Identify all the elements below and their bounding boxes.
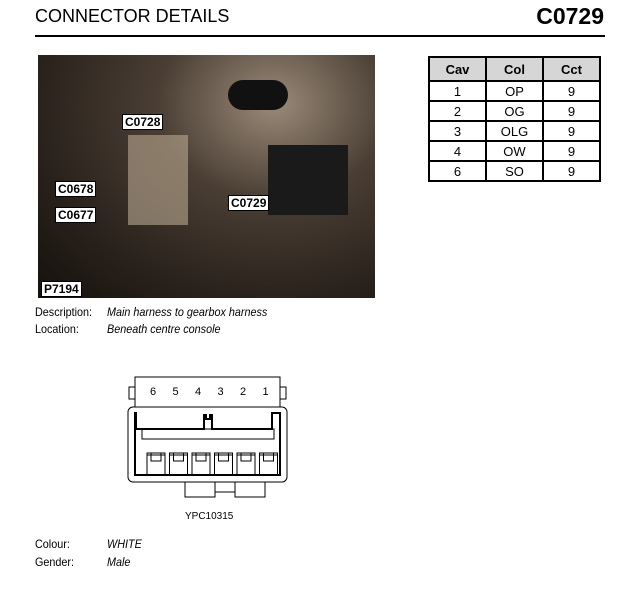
pin-number: 4 bbox=[195, 386, 201, 398]
photo-detail bbox=[228, 80, 288, 110]
pin-number: 5 bbox=[173, 386, 179, 398]
cell: 9 bbox=[542, 100, 601, 122]
cell: 9 bbox=[542, 160, 601, 182]
pin-terminal bbox=[169, 453, 188, 462]
connector-location-photo: C0728 C0678 C0677 C0729 P7194 bbox=[38, 55, 375, 298]
photo-label-c0677: C0677 bbox=[55, 207, 97, 223]
photo-label-c0678: C0678 bbox=[55, 181, 97, 197]
cell: 3 bbox=[428, 120, 487, 142]
gender-label: Gender: bbox=[35, 555, 75, 569]
connector-latch bbox=[134, 376, 281, 408]
photo-detail bbox=[268, 145, 348, 215]
pin-cavity bbox=[259, 452, 278, 476]
colour-label: Colour: bbox=[35, 537, 70, 551]
location-value: Beneath centre console bbox=[107, 322, 221, 336]
connector-id: C0729 bbox=[536, 3, 604, 29]
location-row: Location: Beneath centre console bbox=[35, 322, 220, 336]
pin-number: 6 bbox=[150, 386, 156, 398]
connector-face-diagram: 6 5 4 3 2 1 bbox=[127, 376, 288, 498]
colour-row: Colour: WHITE bbox=[35, 537, 142, 551]
pin-cavity bbox=[146, 452, 166, 476]
pin-cavity bbox=[191, 452, 211, 476]
colour-value: WHITE bbox=[107, 537, 142, 551]
description-value: Main harness to gearbox harness bbox=[107, 305, 268, 319]
photo-label-c0728: C0728 bbox=[122, 114, 164, 130]
cell: 9 bbox=[542, 120, 601, 142]
description-label: Description: bbox=[35, 305, 93, 319]
header-cct: Cct bbox=[542, 56, 601, 82]
photo-label-c0729: C0729 bbox=[228, 195, 270, 211]
location-label: Location: bbox=[35, 322, 79, 336]
cell: 9 bbox=[542, 140, 601, 162]
cell: OP bbox=[485, 80, 544, 102]
cell: 9 bbox=[542, 80, 601, 102]
gender-value: Male bbox=[107, 555, 131, 569]
photo-detail bbox=[128, 135, 188, 225]
pin-terminal bbox=[237, 453, 255, 462]
cell: 2 bbox=[428, 100, 487, 122]
pin-cavity bbox=[169, 452, 188, 476]
cell: OLG bbox=[485, 120, 544, 142]
gender-row: Gender: Male bbox=[35, 555, 130, 569]
cell: SO bbox=[485, 160, 544, 182]
header-cav: Cav bbox=[428, 56, 487, 82]
description-row: Description: Main harness to gearbox harn… bbox=[35, 305, 267, 319]
cell: OG bbox=[485, 100, 544, 122]
cell: 1 bbox=[428, 80, 487, 102]
pin-number: 3 bbox=[218, 386, 224, 398]
page-title: CONNECTOR DETAILS bbox=[35, 6, 230, 26]
cell: 6 bbox=[428, 160, 487, 182]
cell: 4 bbox=[428, 140, 487, 162]
pin-number: 2 bbox=[240, 386, 246, 398]
cell: OW bbox=[485, 140, 544, 162]
divider bbox=[35, 35, 605, 37]
diagram-reference: YPC10315 bbox=[185, 511, 234, 522]
pin-cavity bbox=[236, 452, 256, 476]
pin-number: 1 bbox=[263, 386, 269, 398]
pin-terminal bbox=[214, 453, 233, 462]
header-col: Col bbox=[485, 56, 544, 82]
photo-label-p7194: P7194 bbox=[41, 281, 82, 297]
pin-terminal bbox=[259, 453, 278, 462]
pin-cavity bbox=[214, 452, 233, 476]
pin-terminal bbox=[192, 453, 210, 462]
connector-body bbox=[127, 406, 288, 483]
pin-terminal bbox=[147, 453, 165, 462]
